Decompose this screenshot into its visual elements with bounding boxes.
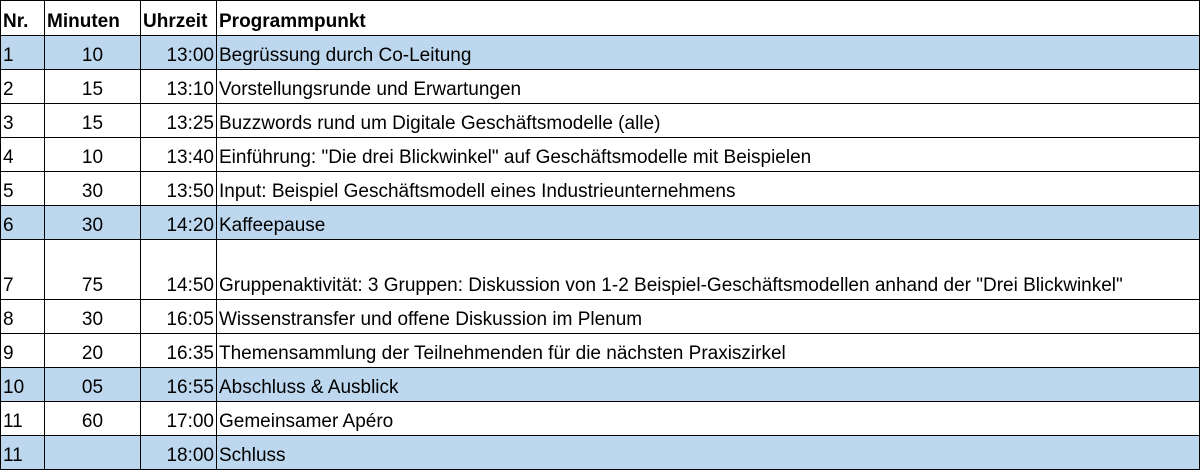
header-uhrzeit: Uhrzeit <box>140 0 217 36</box>
header-minuten: Minuten <box>44 0 141 36</box>
cell-nr: 4 <box>0 137 45 172</box>
table-row: 11 18:00 Schluss <box>0 435 1200 470</box>
table-row: 1 10 13:00 Begrüssung durch Co-Leitung <box>0 35 1200 70</box>
cell-uhrzeit: 13:10 <box>140 69 217 104</box>
table-row: 7 75 14:50 Gruppenaktivität: 3 Gruppen: … <box>0 239 1200 300</box>
schedule-body: 1 10 13:00 Begrüssung durch Co-Leitung 2… <box>0 35 1200 470</box>
cell-programmpunkt: Wissenstransfer und offene Diskussion im… <box>216 299 1200 334</box>
cell-uhrzeit: 16:55 <box>140 367 217 402</box>
table-row: 11 60 17:00 Gemeinsamer Apéro <box>0 401 1200 436</box>
cell-nr: 9 <box>0 333 45 368</box>
cell-programmpunkt: Schluss <box>216 435 1200 470</box>
cell-programmpunkt: Begrüssung durch Co-Leitung <box>216 35 1200 70</box>
cell-programmpunkt: Themensammlung der Teilnehmenden für die… <box>216 333 1200 368</box>
cell-nr: 2 <box>0 69 45 104</box>
cell-uhrzeit: 16:35 <box>140 333 217 368</box>
cell-programmpunkt: Kaffeepause <box>216 205 1200 240</box>
cell-programmpunkt: Einführung: "Die drei Blickwinkel" auf G… <box>216 137 1200 172</box>
cell-minuten: 15 <box>44 103 141 138</box>
cell-nr: 8 <box>0 299 45 334</box>
cell-uhrzeit: 13:50 <box>140 171 217 206</box>
cell-nr: 7 <box>0 239 45 300</box>
header-nr: Nr. <box>0 0 45 36</box>
cell-uhrzeit: 18:00 <box>140 435 217 470</box>
cell-minuten: 75 <box>44 239 141 300</box>
cell-uhrzeit: 13:25 <box>140 103 217 138</box>
cell-minuten: 10 <box>44 137 141 172</box>
cell-minuten: 10 <box>44 35 141 70</box>
cell-programmpunkt: Buzzwords rund um Digitale Geschäftsmode… <box>216 103 1200 138</box>
header-row: Nr. Minuten Uhrzeit Programmpunkt <box>0 0 1200 36</box>
cell-uhrzeit: 14:20 <box>140 205 217 240</box>
table-row: 3 15 13:25 Buzzwords rund um Digitale Ge… <box>0 103 1200 138</box>
table-row: 4 10 13:40 Einführung: "Die drei Blickwi… <box>0 137 1200 172</box>
table-row: 10 05 16:55 Abschluss & Ausblick <box>0 367 1200 402</box>
cell-nr: 3 <box>0 103 45 138</box>
cell-programmpunkt: Gemeinsamer Apéro <box>216 401 1200 436</box>
table-row: 9 20 16:35 Themensammlung der Teilnehmen… <box>0 333 1200 368</box>
cell-nr: 10 <box>0 367 45 402</box>
cell-uhrzeit: 13:00 <box>140 35 217 70</box>
cell-nr: 11 <box>0 401 45 436</box>
cell-minuten: 30 <box>44 171 141 206</box>
cell-nr: 6 <box>0 205 45 240</box>
cell-nr: 11 <box>0 435 45 470</box>
cell-uhrzeit: 14:50 <box>140 239 217 300</box>
cell-minuten: 30 <box>44 299 141 334</box>
table-row: 2 15 13:10 Vorstellungsrunde und Erwartu… <box>0 69 1200 104</box>
header-programmpunkt: Programmpunkt <box>216 0 1200 36</box>
table-row: 5 30 13:50 Input: Beispiel Geschäftsmode… <box>0 171 1200 206</box>
cell-minuten: 05 <box>44 367 141 402</box>
cell-minuten: 30 <box>44 205 141 240</box>
cell-minuten: 60 <box>44 401 141 436</box>
cell-minuten <box>44 435 141 470</box>
cell-programmpunkt: Vorstellungsrunde und Erwartungen <box>216 69 1200 104</box>
cell-programmpunkt: Input: Beispiel Geschäftsmodell eines In… <box>216 171 1200 206</box>
table-row: 6 30 14:20 Kaffeepause <box>0 205 1200 240</box>
cell-nr: 1 <box>0 35 45 70</box>
cell-uhrzeit: 17:00 <box>140 401 217 436</box>
cell-minuten: 20 <box>44 333 141 368</box>
cell-nr: 5 <box>0 171 45 206</box>
cell-uhrzeit: 13:40 <box>140 137 217 172</box>
cell-programmpunkt: Abschluss & Ausblick <box>216 367 1200 402</box>
table-row: 8 30 16:05 Wissenstransfer und offene Di… <box>0 299 1200 334</box>
cell-minuten: 15 <box>44 69 141 104</box>
cell-uhrzeit: 16:05 <box>140 299 217 334</box>
cell-programmpunkt: Gruppenaktivität: 3 Gruppen: Diskussion … <box>216 239 1200 300</box>
